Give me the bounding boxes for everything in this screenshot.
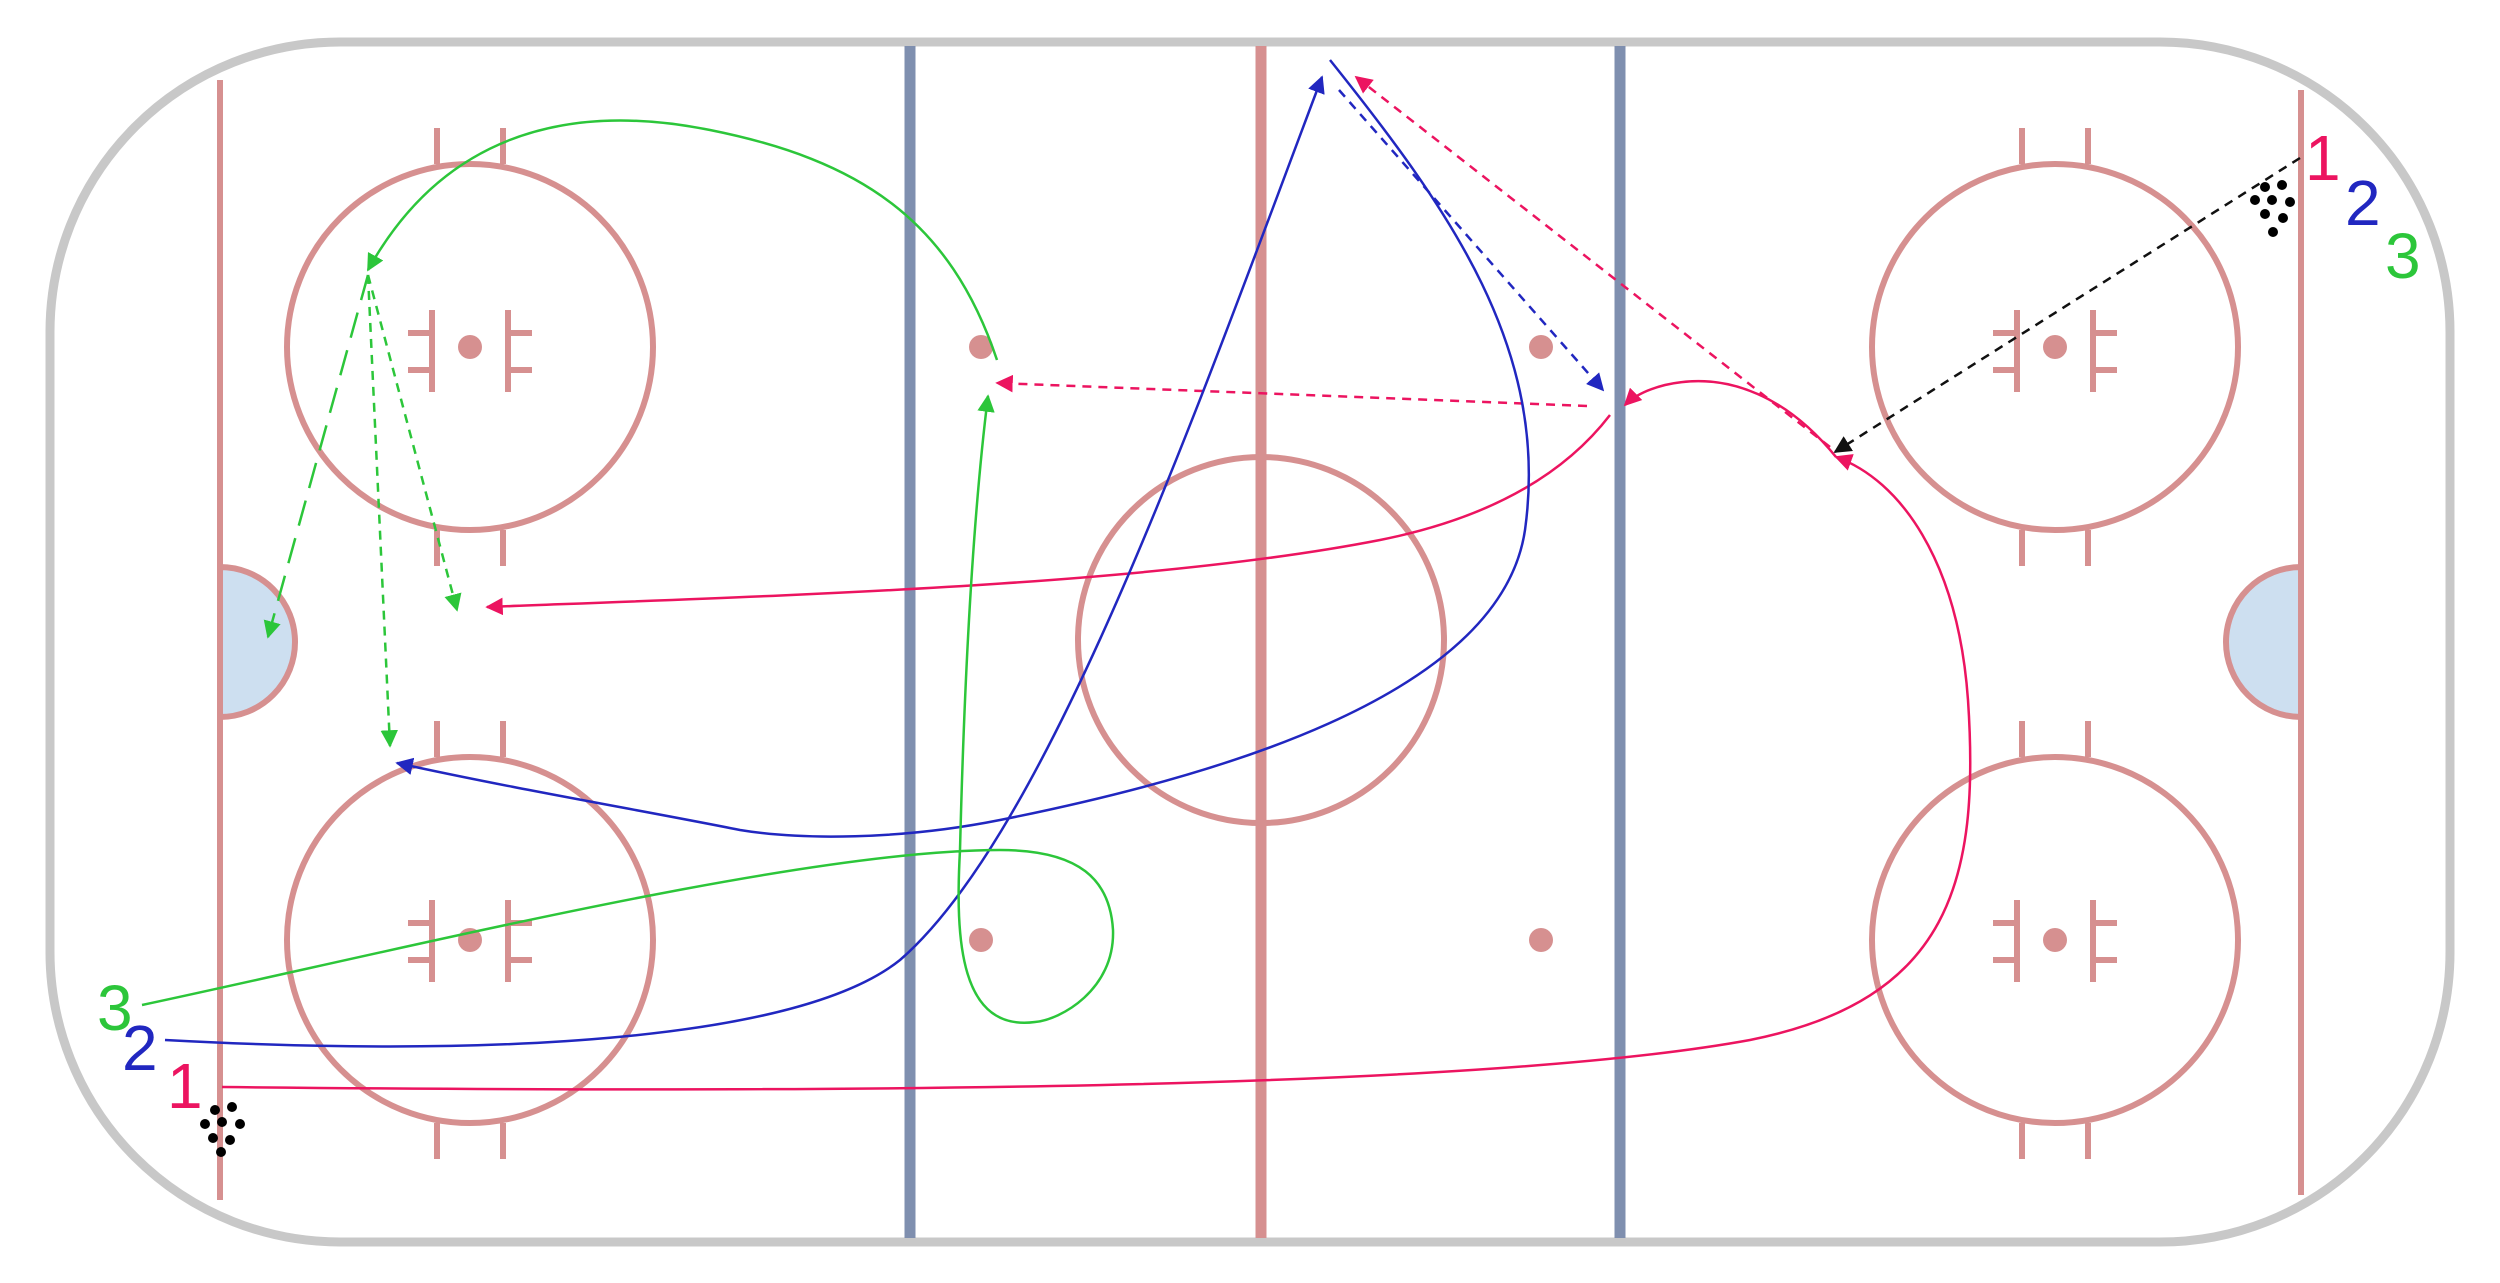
right-label-player-3: 3: [2385, 220, 2421, 292]
player-1-skate-path-3: [485, 414, 1611, 616]
player-3-routes: [141, 119, 1115, 1024]
player-3-pass-2: [366, 274, 399, 748]
center-circle: [1075, 454, 1447, 826]
player-1-pass-2: [995, 374, 1588, 408]
left-label-player-3: 3: [97, 972, 133, 1044]
player-3-skate-path-2: [366, 119, 999, 361]
player-2-pass: [1338, 89, 1605, 392]
right-label-player-2: 2: [2345, 167, 2381, 239]
left-label-player-1: 1: [167, 1050, 203, 1122]
faceoff-circle-right-bottom: [1869, 721, 2241, 1159]
player-3-skate-path: [141, 394, 1115, 1024]
puck-pile-right: [2250, 180, 2295, 237]
player-2-skate-path-2: [395, 59, 1530, 838]
coach-pass: [1833, 156, 2301, 454]
player-1-routes: [221, 75, 1972, 1091]
player-3-pass-3: [366, 274, 462, 612]
faceoff-circle-left-top: [284, 128, 656, 566]
goal-crease-left: [217, 563, 298, 721]
faceoff-circle-right-top: [1869, 128, 2241, 566]
player-1-pass-1: [1354, 75, 1831, 448]
player-3-pass-1: [263, 274, 370, 639]
puck-pile-left: [200, 1102, 245, 1157]
player-1-skate-path: [221, 454, 1972, 1091]
player-1-skate-path-2: [1623, 380, 1837, 458]
faceoff-dots: [458, 335, 2067, 952]
player-2-routes: [164, 59, 1605, 1048]
right-label-player-1: 1: [2305, 122, 2341, 194]
rink-boards: [45, 37, 2455, 1247]
player-2-skate-path: [164, 75, 1325, 1048]
goal-crease-right: [2223, 563, 2304, 721]
left-label-player-2: 2: [122, 1012, 158, 1084]
